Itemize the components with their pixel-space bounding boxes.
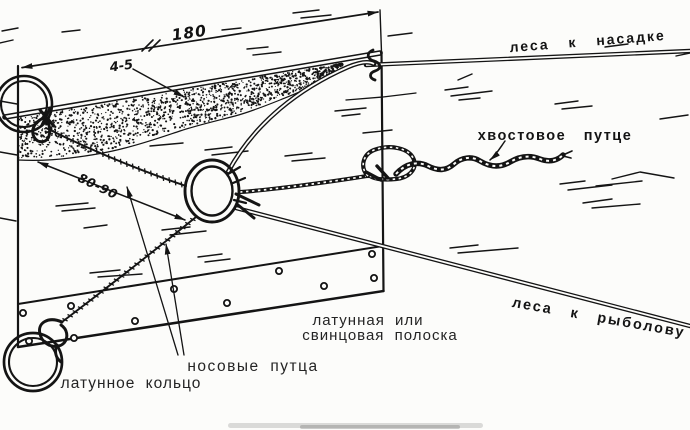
stipple-dots	[17, 62, 344, 159]
towing-ring-wrap	[226, 165, 248, 205]
label-brass-ring: латунное кольцо	[61, 375, 202, 392]
towing-ring-knot	[234, 192, 261, 220]
dimension-board-length: 180	[21, 10, 379, 69]
dimension-line-180	[21, 10, 379, 69]
stipple-boundary-line	[17, 69, 343, 161]
label-leader-lines	[126, 140, 506, 356]
label-nose-leashes: носовые путца	[187, 358, 318, 375]
scan-smudge	[228, 423, 483, 429]
tail-rope-fray	[562, 150, 573, 159]
rivet	[274, 266, 283, 275]
dimension-board-thickness: 4-5	[108, 57, 185, 98]
rivet	[367, 249, 376, 258]
label-strip-line1: латунная или	[312, 312, 423, 329]
rivet	[319, 281, 328, 290]
nose-leash-leader-1	[126, 186, 179, 356]
nose-leash-leader-2	[164, 243, 185, 356]
waterline-at-board-edge	[345, 92, 417, 101]
rivets	[18, 249, 378, 345]
leader-line-4-5	[132, 68, 185, 98]
dimension-label-4-5: 4-5	[108, 57, 134, 75]
label-tail-leash: хвостовое путце	[478, 128, 633, 144]
metal-strip	[17, 245, 384, 345]
rivet	[369, 273, 378, 282]
rivet	[70, 333, 79, 342]
nose-leash-lower	[61, 216, 197, 323]
dimension-slash-mark	[141, 39, 161, 52]
rivet	[67, 301, 76, 310]
label-strip-line2: свинцовая полоска	[302, 327, 457, 344]
brass-ring-top	[0, 74, 54, 134]
tail-leash-knot	[364, 164, 390, 182]
tail-leash-leader	[489, 140, 506, 161]
rivet	[222, 298, 231, 307]
board-bottom-edge	[16, 289, 385, 349]
tail-leash	[237, 145, 573, 195]
rivet	[130, 316, 139, 325]
dimension-extension-right	[379, 9, 383, 53]
rivet	[18, 308, 27, 317]
brass-ring-bottom	[2, 331, 64, 393]
dimension-line-80-90	[37, 161, 186, 221]
dimension-label-180: 180	[171, 22, 209, 45]
strip-upper-edge	[17, 245, 384, 305]
